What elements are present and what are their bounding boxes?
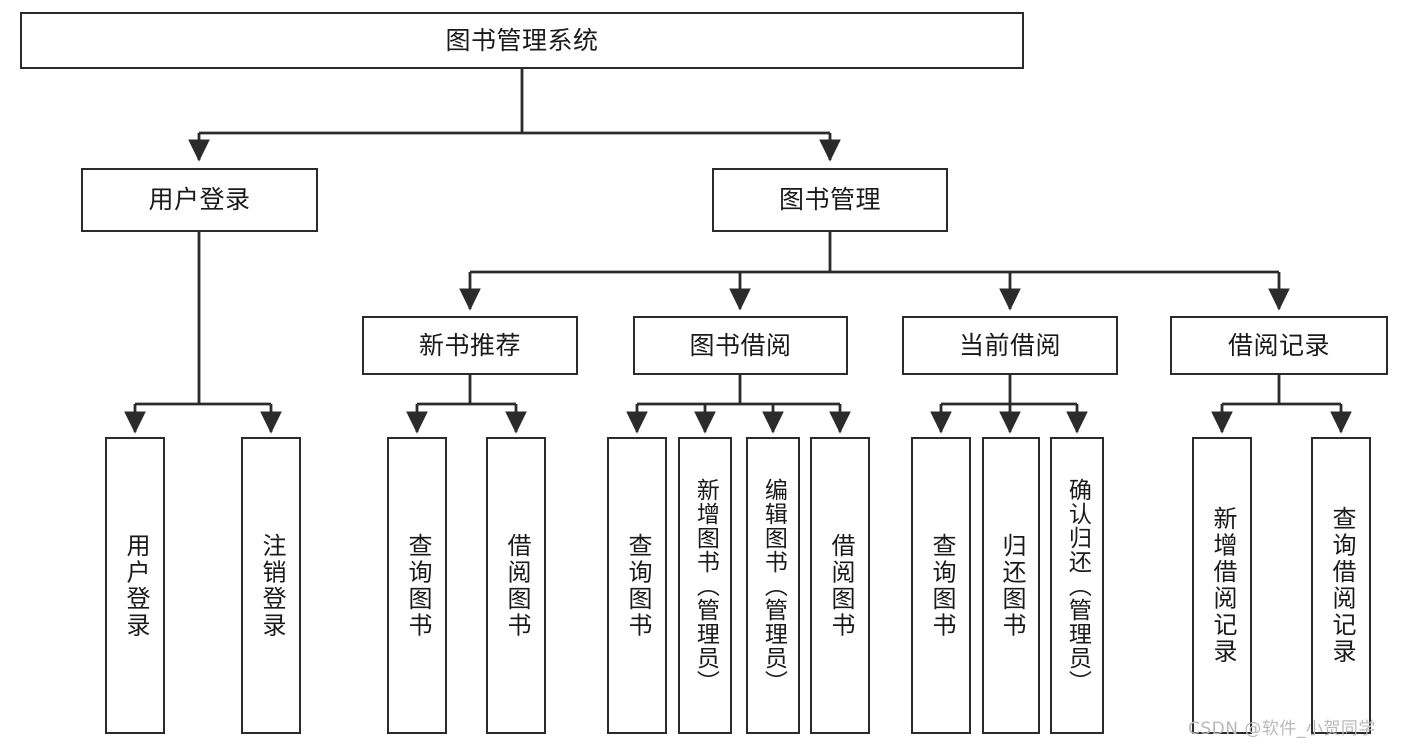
node-label: 借阅图书 [826,532,855,639]
node-book-borrow[interactable]: 图书借阅 [633,316,848,375]
node-new-book-recommend[interactable]: 新书推荐 [362,316,578,375]
leaf-edit-book-admin[interactable]: 编辑图书（管理员） [746,437,800,734]
node-label: 归还图书 [997,532,1026,639]
node-label: 新增图书（管理员） [692,477,719,694]
node-user-login[interactable]: 用户登录 [81,168,318,232]
node-label: 查询图书 [403,532,432,639]
node-borrow-record[interactable]: 借阅记录 [1170,316,1388,375]
node-label: 查询借阅记录 [1327,506,1356,665]
leaf-query-borrow-record[interactable]: 查询借阅记录 [1311,437,1371,734]
leaf-query-book-borrow[interactable]: 查询图书 [607,437,667,734]
leaf-logout[interactable]: 注销登录 [241,437,301,734]
node-label: 新增借阅记录 [1208,506,1237,665]
node-label: 确认归还（管理员） [1064,477,1091,694]
watermark-text: CSDN @软件_小贺同学 [1188,719,1376,739]
node-label: 当前借阅 [958,330,1061,360]
node-label: 编辑图书（管理员） [760,477,787,694]
node-label: 查询图书 [927,532,956,639]
node-label: 借阅图书 [502,532,531,639]
leaf-add-book-admin[interactable]: 新增图书（管理员） [678,437,732,734]
node-label: 用户登录 [121,532,150,639]
leaf-query-book-current[interactable]: 查询图书 [911,437,971,734]
node-label: 用户登录 [148,185,251,215]
leaf-user-login[interactable]: 用户登录 [105,437,165,734]
node-label: 新书推荐 [418,330,521,360]
node-label: 图书管理系统 [445,25,599,55]
leaf-add-borrow-record[interactable]: 新增借阅记录 [1192,437,1252,734]
leaf-query-book-recommend[interactable]: 查询图书 [387,437,447,734]
leaf-borrow-book-recommend[interactable]: 借阅图书 [486,437,546,734]
leaf-borrow-book[interactable]: 借阅图书 [810,437,870,734]
leaf-return-book[interactable]: 归还图书 [982,437,1040,734]
node-root-book-management-system[interactable]: 图书管理系统 [20,12,1024,69]
node-current-borrow[interactable]: 当前借阅 [902,316,1118,375]
node-label: 查询图书 [623,532,652,639]
node-book-management[interactable]: 图书管理 [712,168,948,232]
node-label: 注销登录 [257,532,286,639]
node-label: 图书管理 [778,185,881,215]
leaf-confirm-return-admin[interactable]: 确认归还（管理员） [1050,437,1104,734]
node-label: 图书借阅 [689,330,792,360]
node-label: 借阅记录 [1227,330,1330,360]
